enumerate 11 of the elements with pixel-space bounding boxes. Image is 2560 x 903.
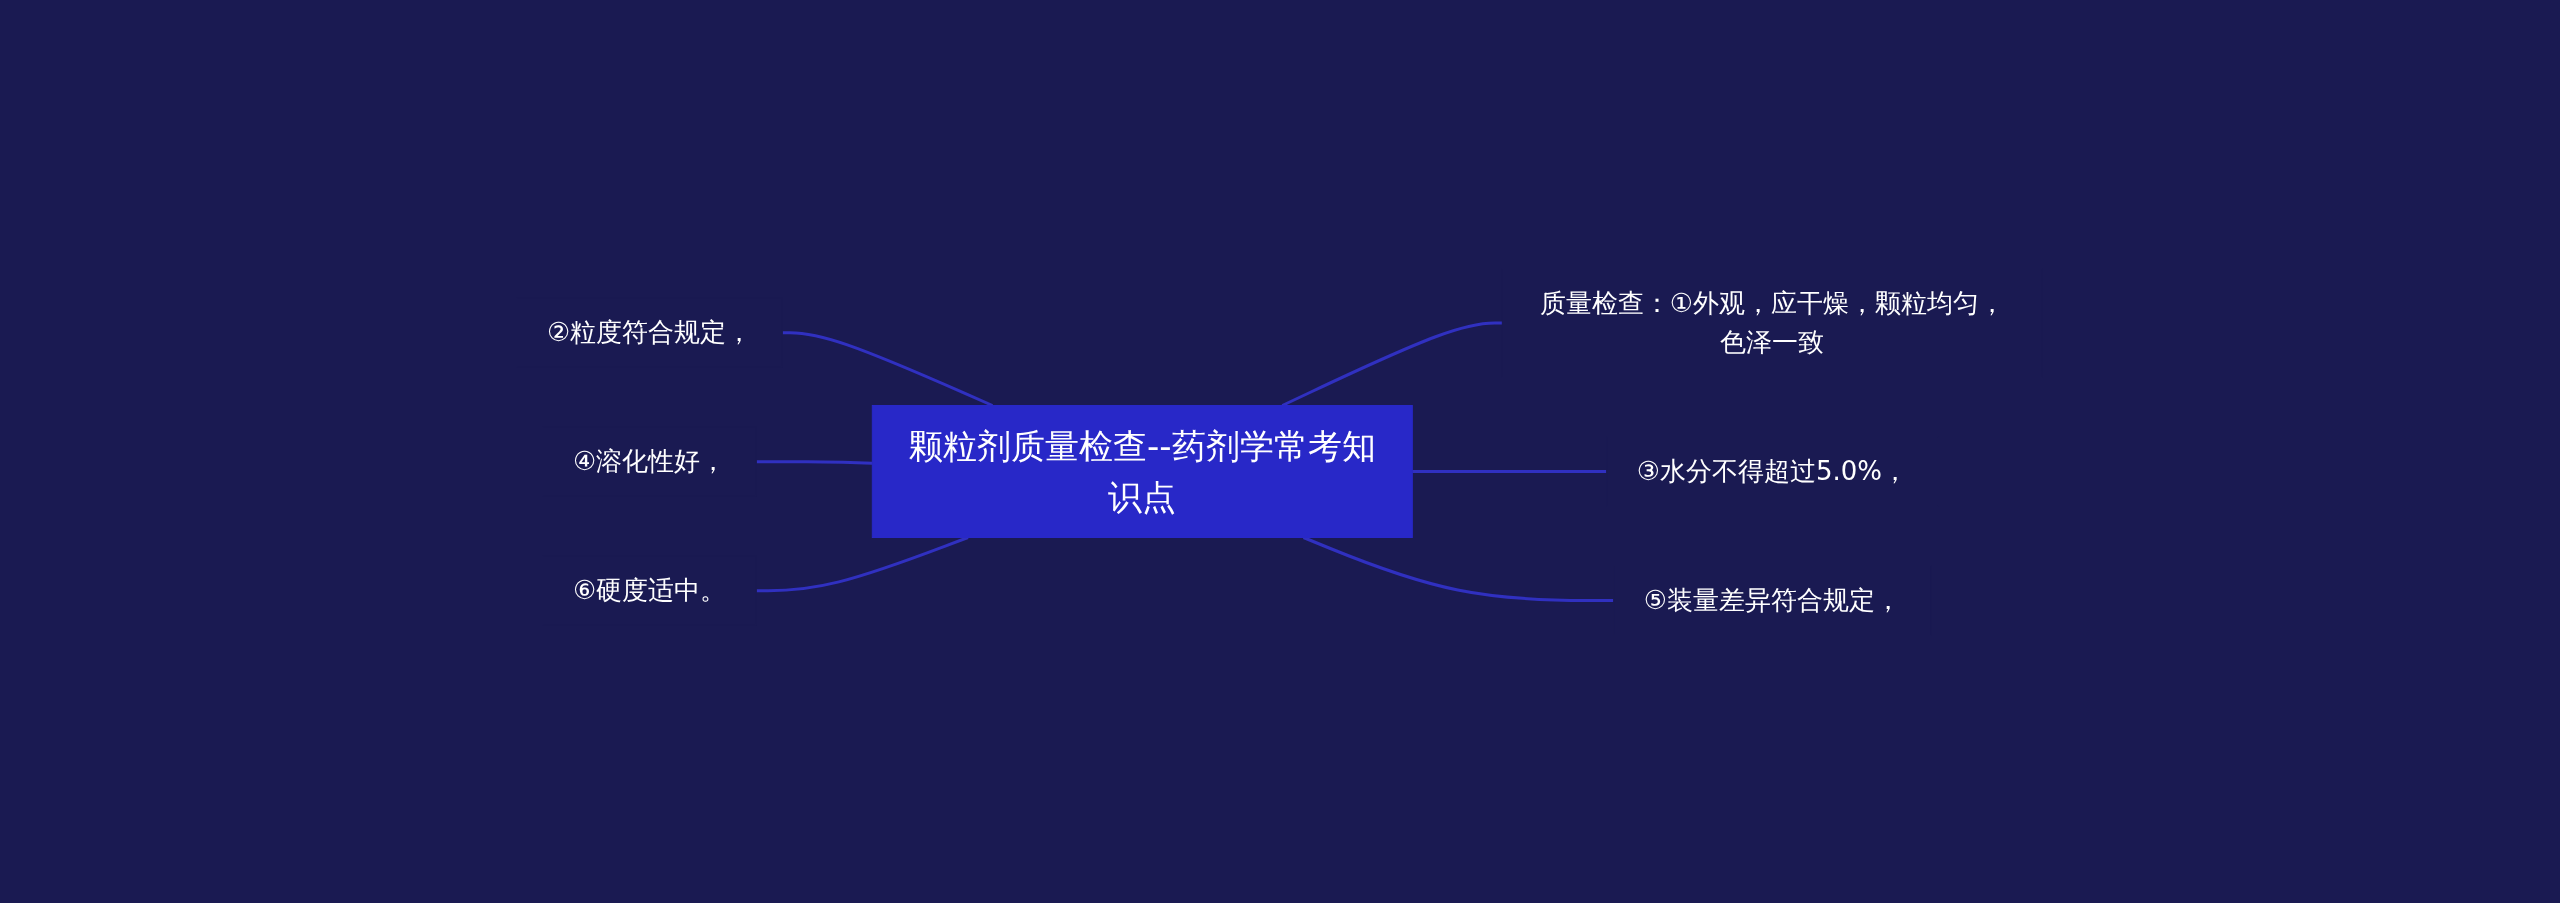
- connector: [756, 459, 873, 465]
- node-text: ③水分不得超过5.0%，: [1636, 455, 1909, 486]
- node-text: ②粒度符合规定，: [547, 316, 753, 347]
- connector: [1282, 321, 1503, 407]
- connector: [1412, 469, 1607, 473]
- node-text: 质量检查：①外观，应干燥，颗粒均匀，色泽一致: [1540, 287, 2006, 357]
- node-text: ⑥硬度适中。: [573, 574, 727, 605]
- node-box: 颗粒剂质量检查--药剂学常考知识点: [872, 404, 1414, 538]
- node-text: ④溶化性好，: [573, 445, 727, 476]
- connector: [782, 330, 994, 407]
- node-text: ⑤装量差异符合规定，: [1644, 584, 1902, 615]
